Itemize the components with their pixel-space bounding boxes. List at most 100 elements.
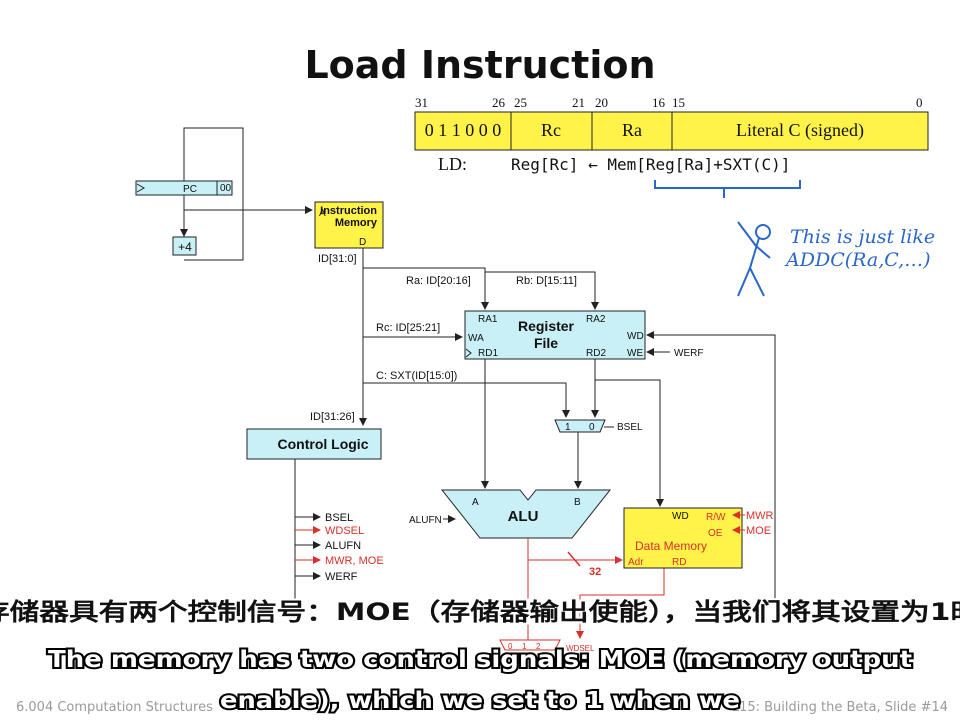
werf-label: WERF	[674, 348, 703, 359]
op-semantics: Reg[Rc] ← Mem[Reg[Ra]+SXT(C)]	[511, 155, 790, 174]
plus4-label: +4	[178, 240, 192, 254]
subtitles: 存储器具有两个控制信号：MOE（存储器输出使能），当我们将其设置为1时 The …	[0, 596, 960, 716]
dmem-rw: R/W	[706, 512, 726, 523]
alufn-label: ALUFN	[409, 515, 442, 526]
bit-15: 15	[672, 95, 685, 110]
regfile-ra2: RA2	[586, 314, 606, 325]
alu-port-a: A	[472, 497, 479, 508]
ra-bus-label: Ra: ID[20:16]	[406, 275, 471, 287]
moe-label: MOE	[746, 525, 771, 537]
bit-31: 31	[415, 95, 428, 110]
regfile-title1: Register	[518, 318, 575, 334]
dmem-title: Data Memory	[635, 539, 707, 553]
control-logic-title: Control Logic	[278, 436, 369, 452]
rb-bus-wire	[485, 271, 599, 310]
alu-port-b: B	[574, 497, 581, 508]
register-file	[464, 310, 646, 360]
wdsel-mux	[499, 639, 561, 651]
wdsel-in0: 0	[508, 642, 513, 651]
c-bus-wire	[363, 382, 570, 418]
svg-text:MWR, MOE: MWR, MOE	[325, 555, 384, 567]
bit-20: 20	[595, 95, 608, 110]
wdsel-label: WDSEL	[566, 644, 595, 653]
control-signal-mwr-moe: MWR, MOE	[295, 555, 384, 567]
alu-title: ALU	[508, 508, 539, 525]
control-logic	[246, 428, 382, 460]
instruction-format: 31 26 25 21 20 16 15 0 0 1 1 0 0 0 Rc Ra…	[414, 95, 929, 198]
regfile-title2: File	[534, 335, 558, 351]
svg-text:WDSEL: WDSEL	[325, 525, 364, 537]
control-signal-werf: WERF	[295, 571, 358, 583]
slide-title: Load Instruction	[304, 43, 655, 87]
svg-text:WERF: WERF	[325, 571, 358, 583]
regfile-rd1: RD1	[478, 348, 498, 359]
pc-register: PC 00	[135, 180, 233, 196]
field-ra	[591, 111, 673, 151]
semantics-brace	[654, 180, 801, 198]
control-signal-wdsel: WDSEL	[295, 525, 364, 537]
imem-title1: Instruction	[320, 205, 377, 217]
mwr-label: MWR	[746, 510, 774, 522]
regfile-wd: WD	[627, 331, 644, 342]
dmem-wd: WD	[672, 511, 689, 522]
field-rc-label: Rc	[541, 120, 561, 140]
bsel-label: BSEL	[617, 422, 643, 433]
pc-label: PC	[183, 184, 197, 195]
bsel-in0: 0	[589, 422, 595, 433]
id-bus-label: ID[31:0]	[318, 253, 357, 265]
bit-25: 25	[514, 95, 527, 110]
svg-text:BSEL: BSEL	[325, 512, 353, 524]
field-rc	[510, 111, 593, 151]
bus-width-slash	[567, 551, 581, 567]
instruction-memory	[314, 201, 384, 249]
bit-21: 21	[572, 95, 585, 110]
c-bus-label: C: SXT(ID[15:0])	[376, 370, 457, 382]
rd2-to-dmem-wd-wire	[595, 379, 664, 507]
regfile-rd2: RD2	[586, 348, 606, 359]
regfile-ra1: RA1	[478, 314, 498, 325]
field-opcode	[414, 111, 512, 151]
dmem-rd: RD	[672, 557, 686, 568]
wdsel-in1: 1	[522, 642, 527, 651]
op-name: LD:	[438, 154, 467, 174]
wdsel-in2: 2	[536, 642, 541, 651]
bit-26: 26	[492, 95, 506, 110]
note-line2: ADDC(Ra,C,…)	[784, 249, 931, 271]
rc-bus-label: Rc: ID[25:21]	[376, 322, 440, 334]
footer-right: L15: Building the Beta, Slide #14	[732, 700, 948, 715]
imem-title2: Memory	[335, 217, 378, 229]
wd-feedback-wire	[646, 331, 776, 620]
control-signal-alufn: ALUFN	[295, 540, 361, 552]
dmem-rd-wire	[576, 568, 665, 639]
field-opcode-label: 0 1 1 0 0 0	[425, 120, 502, 140]
dmem-oe: OE	[708, 528, 723, 539]
pc-feedback-wire	[183, 127, 244, 261]
stick-figure-icon	[737, 221, 771, 297]
rb-bus-label: Rb: D[15:11]	[516, 275, 577, 287]
bus-width-label: 32	[589, 566, 601, 578]
bit-0: 0	[916, 95, 923, 110]
pc-low-bits: 00	[220, 183, 232, 194]
regfile-clock-icon	[465, 348, 472, 358]
control-signal-bsel: BSEL	[295, 512, 353, 524]
note-line1: This is just like	[790, 226, 935, 248]
bit-16: 16	[652, 95, 666, 110]
footer-left: 6.004 Computation Structures	[16, 700, 213, 715]
field-ra-label: Ra	[622, 120, 642, 140]
subtitle-english-line1: The memory has two control signals: MOE …	[48, 647, 912, 673]
imem-port-d: D	[359, 237, 366, 248]
field-literal	[671, 111, 929, 151]
op-bus-label: ID[31:26]	[310, 411, 355, 423]
svg-text:ALUFN: ALUFN	[325, 540, 361, 552]
regfile-wa: WA	[468, 333, 484, 344]
dmem-adr: Adr	[628, 557, 644, 568]
plus4-adder	[172, 236, 197, 256]
bsel-mux	[554, 419, 606, 433]
data-memory	[623, 507, 743, 569]
ra-bus-wire	[363, 267, 489, 310]
subtitle-english-line2: enable), which we set to 1 when we	[220, 688, 740, 714]
alu-block	[440, 489, 612, 539]
bsel-in1: 1	[565, 422, 571, 433]
field-literal-label: Literal C (signed)	[736, 120, 864, 141]
